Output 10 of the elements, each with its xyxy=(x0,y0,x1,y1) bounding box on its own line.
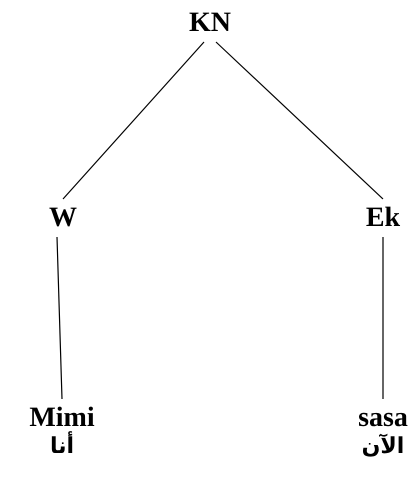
tree-branch-line xyxy=(382,237,384,399)
tree-branch-line xyxy=(216,42,384,200)
tree-branch-line xyxy=(56,236,63,400)
node-label: W xyxy=(49,203,77,233)
node-label: sasa xyxy=(358,403,408,433)
translation-label: أنا xyxy=(29,433,95,461)
tree-branch-line xyxy=(62,42,204,200)
node-label: Ek xyxy=(366,203,400,233)
node-label: KN xyxy=(189,8,231,38)
translation-label: الآن xyxy=(360,433,406,461)
